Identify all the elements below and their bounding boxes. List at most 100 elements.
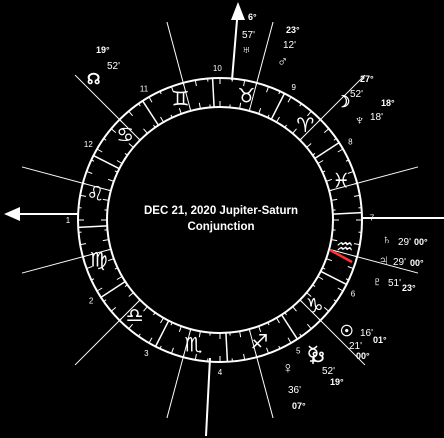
degree-tick [331, 239, 338, 242]
degree-tick [255, 354, 258, 358]
moon-degree: 27° [360, 74, 374, 84]
degree-tick [198, 102, 201, 109]
jupiter-icon: ♃ [378, 252, 389, 269]
degree-tick [307, 323, 312, 330]
degree-tick [153, 312, 156, 316]
degree-tick [322, 267, 326, 270]
degree-tick [278, 345, 281, 349]
degree-tick [347, 266, 354, 270]
degree-tick [137, 137, 141, 141]
house-cusp-lines [21, 21, 419, 419]
degree-tick [82, 255, 86, 258]
house-cusp-line [248, 21, 274, 111]
sign-divider [78, 225, 108, 229]
degree-tick [243, 353, 246, 360]
degree-tick [91, 159, 95, 162]
degree-tick [292, 128, 297, 134]
degree-tick [110, 307, 117, 312]
degree-tick [178, 108, 182, 114]
house-number: 9 [291, 83, 296, 92]
north-node-icon: ☊ [87, 71, 100, 88]
degree-tick [114, 170, 118, 173]
sign-divider [332, 211, 362, 215]
degree-tick [194, 80, 197, 87]
degree-tick [86, 170, 93, 174]
sign-divider [100, 280, 126, 298]
pluto-icon: ♇ [371, 272, 384, 291]
venus-minutes: 36' [288, 385, 301, 396]
sagittarius-glyph: ♐ [250, 329, 268, 353]
degree-tick [170, 114, 173, 118]
venus-icon: ♀ [282, 360, 294, 377]
sign-divider [320, 270, 347, 286]
degree-tick [160, 317, 164, 324]
house-cusp-line [299, 299, 366, 366]
venus-degree: 07° [292, 401, 306, 411]
degree-tick [148, 337, 153, 344]
degree-tick [248, 107, 251, 111]
mars-icon: ♂ [277, 53, 288, 70]
degree-tick [354, 182, 358, 185]
mercury-icon [308, 345, 318, 364]
house-number: 8 [348, 138, 353, 147]
degree-tick [276, 116, 280, 123]
house-number: 2 [89, 297, 94, 306]
house-number: 3 [144, 349, 149, 358]
saturn-degree: 00° [414, 237, 428, 247]
degree-tick [326, 258, 332, 262]
uranus-minutes: 57' [242, 30, 255, 41]
degree-tick [128, 292, 134, 297]
degree-tick [116, 276, 123, 280]
house-cusp-line [21, 248, 111, 274]
sign-divider [154, 320, 170, 347]
scorpio-glyph: ♏ [185, 333, 203, 357]
degree-ticks [78, 78, 362, 362]
degree-tick [119, 317, 123, 321]
degree-tick [239, 331, 242, 338]
degree-tick [317, 119, 321, 123]
degree-tick [96, 148, 103, 153]
sun-icon: ☉ [340, 323, 353, 340]
mars-degree: 23° [286, 25, 300, 35]
house-number: 5 [296, 346, 301, 355]
degree-tick [194, 353, 197, 360]
degree-tick [189, 329, 192, 333]
conjunction-aspect-line [329, 248, 353, 264]
degree-tick [128, 110, 133, 117]
degree-tick [103, 138, 107, 141]
house-cusp-line [329, 248, 419, 274]
midheaven-arrow-icon [231, 2, 245, 20]
house-cusp-line [299, 74, 366, 141]
degree-tick [299, 299, 303, 303]
sign-divider [314, 142, 340, 160]
degree-tick [258, 326, 262, 332]
chart-title-line2: Conjunction [187, 221, 254, 233]
degree-tick [287, 337, 292, 344]
aquarius-glyph: ♒ [336, 235, 354, 259]
degree-tick [82, 182, 86, 185]
degree-tick [102, 198, 109, 201]
pisces-glyph: ♓ [332, 169, 350, 193]
jupiter-degree: 00° [410, 258, 424, 268]
degree-tick [353, 243, 360, 246]
uranus-icon: ♅ [241, 41, 252, 57]
degree-tick [312, 284, 316, 287]
chart-title-line1: DEC 21, 2020 Jupiter-Saturn [144, 205, 298, 217]
degree-tick [108, 258, 114, 262]
leo-glyph: ♌ [86, 181, 104, 205]
north-node-minutes: 52' [107, 61, 120, 72]
degree-tick [80, 194, 87, 197]
neptune-minutes: 18' [370, 112, 383, 123]
degree-tick [287, 96, 292, 103]
degree-tick [258, 108, 262, 114]
degree-tick [299, 103, 302, 107]
house-number: 10 [213, 64, 222, 73]
degree-tick [299, 333, 302, 337]
house-cusp-line [74, 299, 141, 366]
degree-tick [182, 354, 185, 358]
degree-tick [182, 82, 185, 86]
mars-minutes: 12' [283, 40, 296, 51]
house-number: 1 [66, 216, 71, 225]
degree-tick [102, 239, 109, 242]
degree-tick [103, 299, 107, 302]
